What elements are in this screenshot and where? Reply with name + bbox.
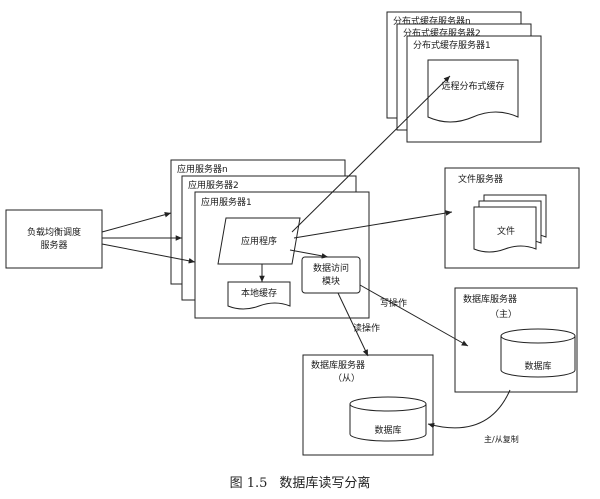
- replicate-label: 主/从复制: [484, 434, 519, 444]
- app-to-data-access-arrow: [289, 249, 329, 259]
- load-balancer-box: [5, 209, 103, 269]
- data-access-box: [301, 256, 361, 294]
- file-doc-front: [473, 206, 537, 253]
- file-server: 文件服务器 文件: [444, 167, 580, 269]
- app-to-file-arrow: [293, 210, 453, 239]
- caption-title: 数据库读写分离: [279, 476, 371, 491]
- app-server-2-label: 应用服务器2: [188, 179, 239, 191]
- db-slave-role: （从）: [333, 373, 360, 384]
- app-server-n-label: 应用服务器n: [177, 163, 228, 175]
- lb-to-app-1-arrow: [101, 243, 196, 264]
- figure-caption: 图 1.5 数据库读写分离: [0, 472, 600, 491]
- db-slave-label: 数据库: [374, 424, 401, 436]
- cache-server-1-label: 分布式缓存服务器1: [413, 39, 491, 51]
- lb-to-app-n-arrow: [101, 211, 172, 233]
- db-master-role: （主）: [490, 308, 517, 320]
- app-program-label: 应用程序: [241, 235, 277, 247]
- data-access-label: 数据访问模块: [313, 262, 349, 287]
- local-cache-label: 本地缓存: [241, 287, 277, 299]
- file-server-label: 文件服务器: [458, 173, 503, 185]
- db-master-title: 数据库服务器: [463, 293, 517, 305]
- app-server-1-label: 应用服务器1: [201, 196, 252, 208]
- db-slave-cylinder-top: [349, 396, 427, 412]
- db-slave-cylinder-body: [349, 404, 427, 442]
- db-slave-server: 数据库服务器 （从） 数据库: [302, 354, 434, 456]
- db-master-label: 数据库: [524, 360, 551, 372]
- app-program-shape: [217, 217, 301, 265]
- remote-cache-label: 远程分布式缓存: [441, 80, 504, 92]
- write-arrow: [359, 284, 469, 347]
- cache-server-stack: 分布式缓存服务器n 分布式缓存服务器2 分布式缓存服务器1 远程分布式缓存: [386, 11, 542, 143]
- read-arrow: [337, 292, 369, 357]
- write-label: 写操作: [380, 297, 407, 309]
- connectors: 写操作 读操作 主/从复制: [101, 75, 519, 444]
- replication-arrow: [427, 389, 511, 429]
- caption-number: 图 1.5: [229, 476, 268, 491]
- db-master-cylinder-top: [500, 328, 576, 344]
- local-cache-shape: [227, 281, 291, 310]
- db-slave-title: 数据库服务器: [311, 359, 365, 371]
- load-balancer: 负载均衡调度服务器: [5, 209, 103, 269]
- file-doc-label: 文件: [497, 225, 515, 237]
- app-to-cache-arrow: [291, 75, 451, 233]
- app-server-stack: 应用服务器n 应用服务器2 应用服务器1 应用程序 本地缓存 数据访问模块: [170, 159, 370, 319]
- remote-cache-shape: [427, 59, 519, 123]
- read-label: 读操作: [353, 322, 380, 334]
- db-master-cylinder-body: [500, 336, 576, 378]
- load-balancer-label: 负载均衡调度服务器: [27, 226, 81, 251]
- db-master-server: 数据库服务器 （主） 数据库: [454, 287, 578, 393]
